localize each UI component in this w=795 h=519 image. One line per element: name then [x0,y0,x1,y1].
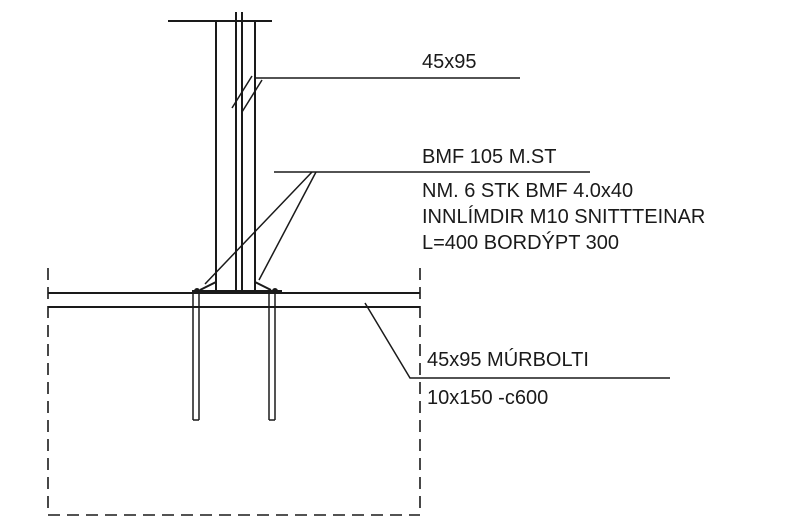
label-fastener-line-2: INNLÍMDIR M10 SNITTTEINAR [422,205,705,228]
stud-hatch-2 [241,79,263,113]
stud-hatch-1 [231,75,253,109]
label-anchor: 10x150 -c600 [427,387,548,409]
leader-connector-left [204,171,313,285]
label-fastener-line-3: L=400 BORDÝPT 300 [422,231,619,254]
label-stud: 45x95 [422,51,477,73]
angle-bracket-right [254,262,272,291]
angle-bracket-left [199,262,217,291]
label-fastener-line-1: NM. 6 STK BMF 4.0x40 [422,180,633,202]
leader-sill [364,302,670,379]
label-sill: 45x95 MÚRBOLTI [427,348,589,371]
leader-connector-right [258,171,317,281]
label-connector: BMF 105 M.ST [422,146,556,168]
